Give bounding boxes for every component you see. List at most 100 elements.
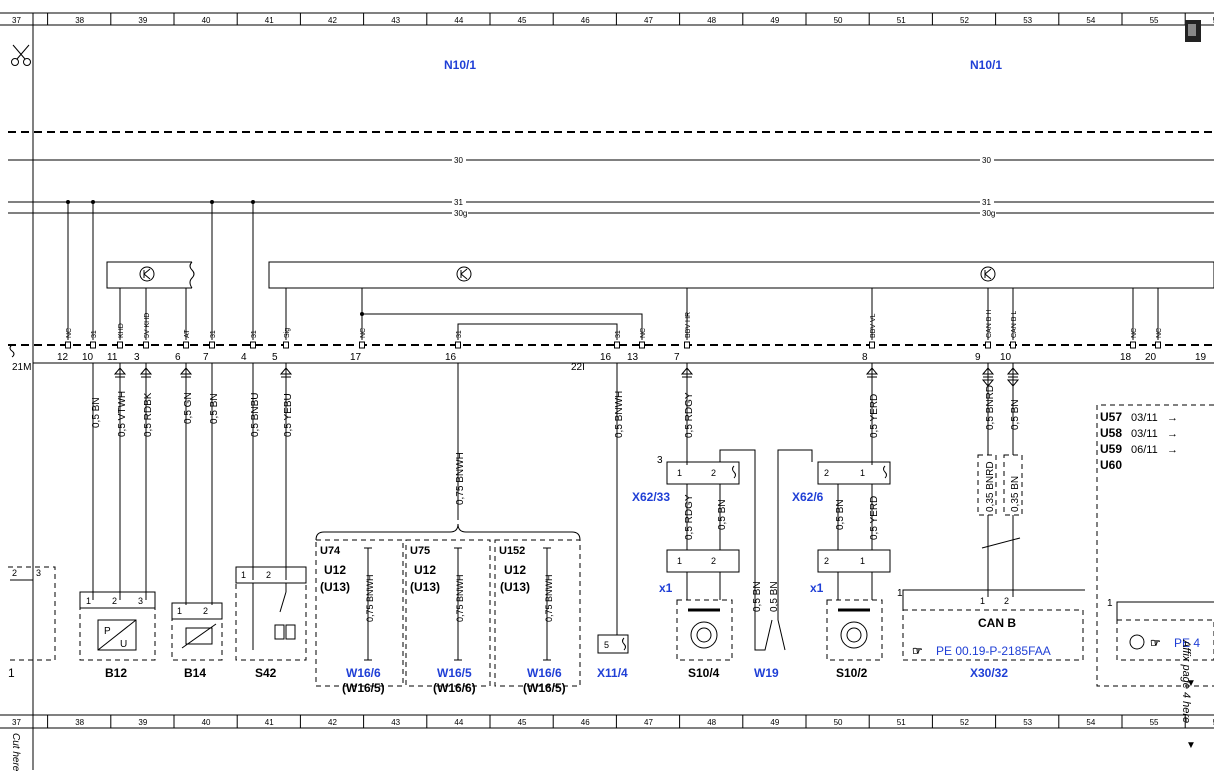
connector-left-code: 21M — [12, 362, 31, 373]
ruler-number: 53 — [1023, 16, 1032, 25]
svg-text:3: 3 — [138, 596, 143, 606]
svg-text:2: 2 — [711, 556, 716, 566]
signal-arrow-icon — [1006, 379, 1020, 387]
pin-signal-label: 31 — [91, 330, 98, 338]
pin-signal-label: KHD — [118, 323, 125, 338]
svg-text:(U13): (U13) — [410, 580, 440, 594]
ruler-number: 56 — [1213, 16, 1214, 25]
svg-text:2: 2 — [266, 570, 271, 580]
svg-text:0,5 BN: 0,5 BN — [835, 499, 846, 530]
pin-signal-label: NC — [640, 328, 647, 338]
ruler-number: 49 — [770, 16, 779, 25]
connector-pin-number: 9 — [975, 352, 981, 363]
svg-text:0,5 YERD: 0,5 YERD — [869, 496, 880, 540]
svg-text:1: 1 — [897, 588, 903, 599]
pin-signal-label: BBV VL — [870, 313, 877, 338]
pin-signal-label: 5V KHD — [144, 313, 151, 338]
svg-text:0,5 RDBK: 0,5 RDBK — [143, 392, 154, 437]
ruler-number: 50 — [834, 718, 843, 727]
connector-pin-number: 17 — [350, 352, 362, 363]
svg-text:0,5 BN: 0,5 BN — [769, 581, 780, 612]
signal-arrow-icon — [179, 367, 193, 375]
rail-connections — [66, 200, 255, 340]
connector-pin-number: 6 — [175, 352, 181, 363]
svg-text:U60: U60 — [1100, 458, 1122, 472]
svg-text:U74: U74 — [320, 545, 341, 557]
svg-text:U58: U58 — [1100, 426, 1122, 440]
svg-text:PE 4: PE 4 — [1174, 636, 1200, 650]
ruler-number: 53 — [1023, 718, 1032, 727]
svg-text:→: → — [1167, 428, 1178, 440]
svg-text:1: 1 — [177, 606, 182, 616]
svg-text:1: 1 — [677, 556, 682, 566]
svg-text:X11/4: X11/4 — [597, 666, 628, 680]
connector-pin — [1010, 341, 1016, 349]
connector-pin — [359, 341, 365, 349]
svg-text:0,5 VTWH: 0,5 VTWH — [117, 391, 128, 437]
svg-text:2: 2 — [711, 468, 716, 478]
pin-signal-label: AT — [184, 329, 191, 338]
svg-text:U152: U152 — [499, 545, 525, 557]
svg-text:U59: U59 — [1100, 442, 1122, 456]
svg-text:0,5 BN: 0,5 BN — [1010, 399, 1021, 430]
ruler-number: 45 — [518, 16, 527, 25]
svg-text:0,5 YERD: 0,5 YERD — [869, 394, 880, 438]
connector-pin-number: 19 — [1195, 352, 1207, 363]
svg-text:0,35 BNRD: 0,35 BNRD — [985, 461, 996, 512]
svg-text:1: 1 — [677, 468, 682, 478]
ruler-number: 40 — [202, 16, 211, 25]
svg-text:→: → — [1167, 412, 1178, 424]
svg-text:2: 2 — [824, 556, 829, 566]
ruler-number: 38 — [75, 718, 84, 727]
pin-signal-label: 31 — [251, 330, 258, 338]
ruler-number: 46 — [581, 718, 590, 727]
b14-sensor: 1 2 B14 — [171, 602, 223, 680]
ruler-number: 42 — [328, 16, 337, 25]
ruler-number: 42 — [328, 718, 337, 727]
svg-text:31: 31 — [982, 198, 991, 207]
svg-text:P: P — [104, 626, 111, 637]
s10-2-switch: 2 1 X62/6 0,5 YERD 0,5 BN 2 1 x1 S10/2 — [792, 461, 891, 680]
connector-pin-number: 7 — [674, 352, 680, 363]
svg-text:S10/4: S10/4 — [688, 666, 720, 680]
ruler-number: 38 — [75, 16, 84, 25]
connector-pin — [869, 341, 875, 349]
svg-text:0,5 BN: 0,5 BN — [717, 499, 728, 530]
svg-text:W19: W19 — [754, 666, 779, 680]
svg-text:1: 1 — [86, 596, 91, 606]
triangle-down-icon-2: ▼ — [1186, 740, 1196, 751]
svg-text:5: 5 — [604, 640, 609, 650]
ruler-number: 52 — [960, 16, 969, 25]
x11-4-connector: 5 X11/4 — [597, 634, 629, 680]
svg-text:1: 1 — [860, 468, 865, 478]
variant-u152: U152 U12 (U13) 0,75 BNWH W16/6 (W16/5) — [494, 539, 581, 695]
connector-pin — [250, 341, 256, 349]
signal-arrow-icon — [139, 367, 153, 375]
affix-label: Affix page 4 here — [1180, 639, 1192, 723]
ruler-number: 52 — [960, 718, 969, 727]
svg-text:B12: B12 — [105, 666, 127, 680]
pin-signal-label: 31 — [456, 330, 463, 338]
connector-pin — [985, 341, 991, 349]
connector-pin-number: 10 — [1000, 352, 1012, 363]
ruler-number: 43 — [391, 718, 400, 727]
connector-pin-number: 5 — [272, 352, 278, 363]
svg-text:0,5 BN: 0,5 BN — [209, 393, 220, 424]
svg-text:x1: x1 — [659, 581, 673, 595]
ruler-number: 55 — [1150, 16, 1159, 25]
svg-text:1: 1 — [241, 570, 246, 580]
svg-text:0,5 BN: 0,5 BN — [752, 581, 763, 612]
connector-pin — [183, 341, 189, 349]
svg-text:0,5 RDGY: 0,5 RDGY — [684, 494, 695, 540]
svg-text:☞: ☞ — [912, 644, 923, 658]
connector-pin — [639, 341, 645, 349]
svg-text:B14: B14 — [184, 666, 206, 680]
ruler-number: 37 — [12, 16, 21, 25]
svg-text:31: 31 — [454, 198, 463, 207]
ruler-number: 51 — [897, 718, 906, 727]
svg-text:1: 1 — [1107, 598, 1113, 609]
svg-text:0,35 BN: 0,35 BN — [1010, 476, 1021, 512]
module-title-right: N10/1 — [970, 58, 1002, 72]
connector-pin — [209, 341, 215, 349]
